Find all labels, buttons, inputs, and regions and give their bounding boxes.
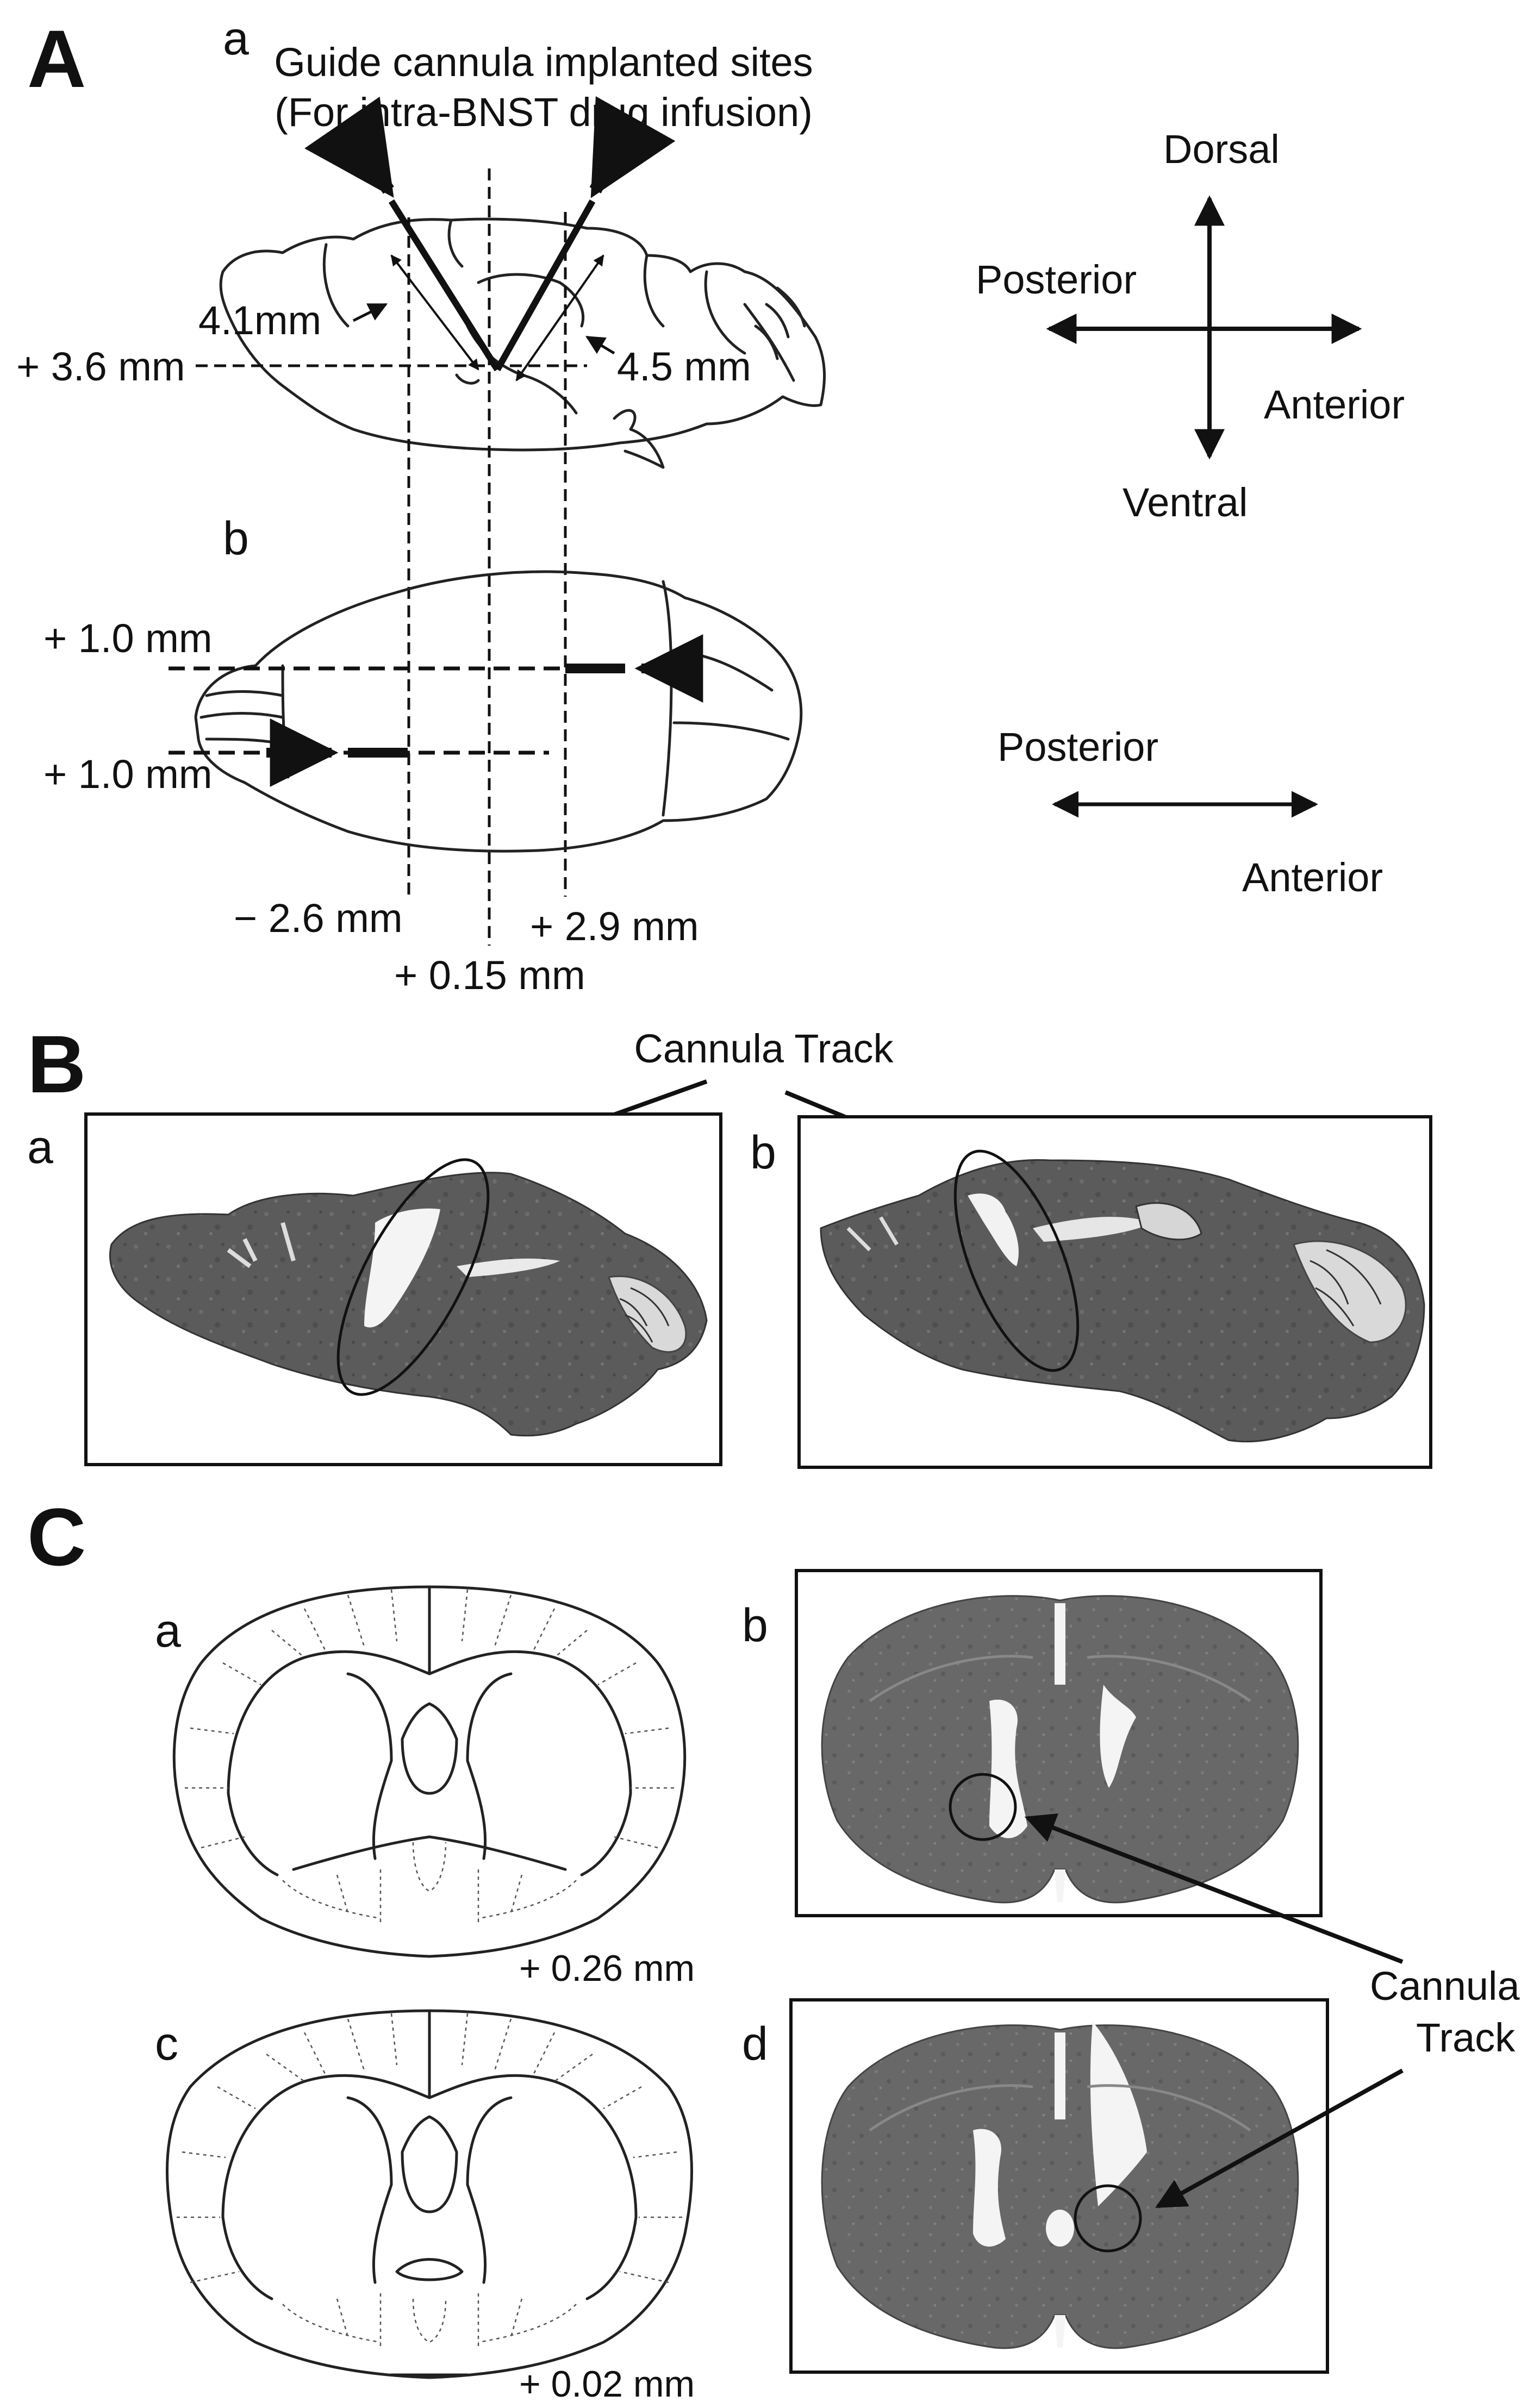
histology-section-cd: [821, 2022, 1299, 2349]
cannula-shaft-right: [494, 199, 596, 371]
cannula-track-annotation-line2: Track: [1416, 2015, 1516, 2060]
panel-c-sub-d: d: [742, 2018, 768, 2070]
histology-section-cb: [821, 1595, 1299, 1904]
atlas-diagram-cc: [166, 2009, 693, 2379]
compass2-anterior: Anterior: [1242, 855, 1383, 900]
panel-b-sub-a: a: [27, 1121, 53, 1173]
compass-ventral: Ventral: [1123, 480, 1248, 525]
compass2-posterior: Posterior: [997, 724, 1158, 770]
dorsal-brain-outline: [194, 570, 803, 853]
panel-a: A a Guide cannula implanted sites (For i…: [16, 12, 1405, 998]
panel-c-sub-b: b: [742, 1599, 768, 1652]
sagittal-brain-outline: [219, 217, 826, 469]
cannula-track-annotation: Cannula Track: [634, 1026, 894, 1071]
panel-c-sub-c: c: [155, 2018, 178, 2070]
guide-cannula-title-line2: (For intra-BNST drug infusion): [275, 90, 813, 135]
panel-c-label: C: [27, 1491, 86, 1583]
cannula-track-annotation-line1: Cannula: [1370, 1963, 1520, 2009]
compass-posterior: Posterior: [976, 257, 1137, 302]
panel-a-sub-b: b: [223, 512, 249, 565]
cannula-track-ellipse-ba: [336, 1158, 490, 1396]
cannula-shaft-left: [388, 199, 501, 372]
compass-dorsal: Dorsal: [1163, 127, 1280, 172]
atlas-diagram-ca: [172, 1585, 687, 1958]
depth-right-label: 4.5 mm: [617, 344, 751, 389]
panel-c-sub-a: a: [155, 1605, 181, 1657]
ap-left-label: − 2.6 mm: [234, 896, 403, 941]
panel-a-sub-a: a: [223, 12, 249, 65]
panel-c: C a b c d + 0.26 mm: [27, 1491, 1520, 2405]
lateral-top-label: + 1.0 mm: [43, 616, 213, 661]
histology-section-ba: [109, 1158, 708, 1437]
lateral-bottom-label: + 1.0 mm: [43, 752, 213, 797]
dv-level-label: + 3.6 mm: [16, 344, 185, 389]
histology-section-bb: [820, 1149, 1425, 1443]
cannula-track-ellipse-bb: [953, 1149, 1080, 1372]
panel-b-label: B: [27, 1018, 86, 1110]
implant-pointer-arrows: [304, 96, 676, 198]
orientation-compass-ap: Posterior Anterior: [997, 724, 1383, 900]
panel-a-label: A: [27, 13, 86, 104]
guide-cannula-title-line1: Guide cannula implanted sites: [274, 40, 813, 85]
atlas-level-ca: + 0.26 mm: [519, 1948, 695, 1989]
compass-anterior: Anterior: [1264, 382, 1405, 427]
panel-b-sub-b: b: [750, 1127, 776, 1179]
atlas-level-cc: + 0.02 mm: [519, 2363, 695, 2405]
ap-right-label: + 2.9 mm: [530, 904, 699, 949]
panel-b: B a b Cannula Track: [27, 1018, 1432, 1469]
orientation-compass-4way: Dorsal Posterior Anterior Ventral: [976, 127, 1405, 525]
cannula-track-circle-cd: [1074, 2184, 1142, 2253]
depth-left-label: 4.1mm: [198, 298, 321, 343]
ap-mid-label: + 0.15 mm: [394, 953, 585, 998]
cannula-track-circle-cb: [949, 1773, 1017, 1841]
